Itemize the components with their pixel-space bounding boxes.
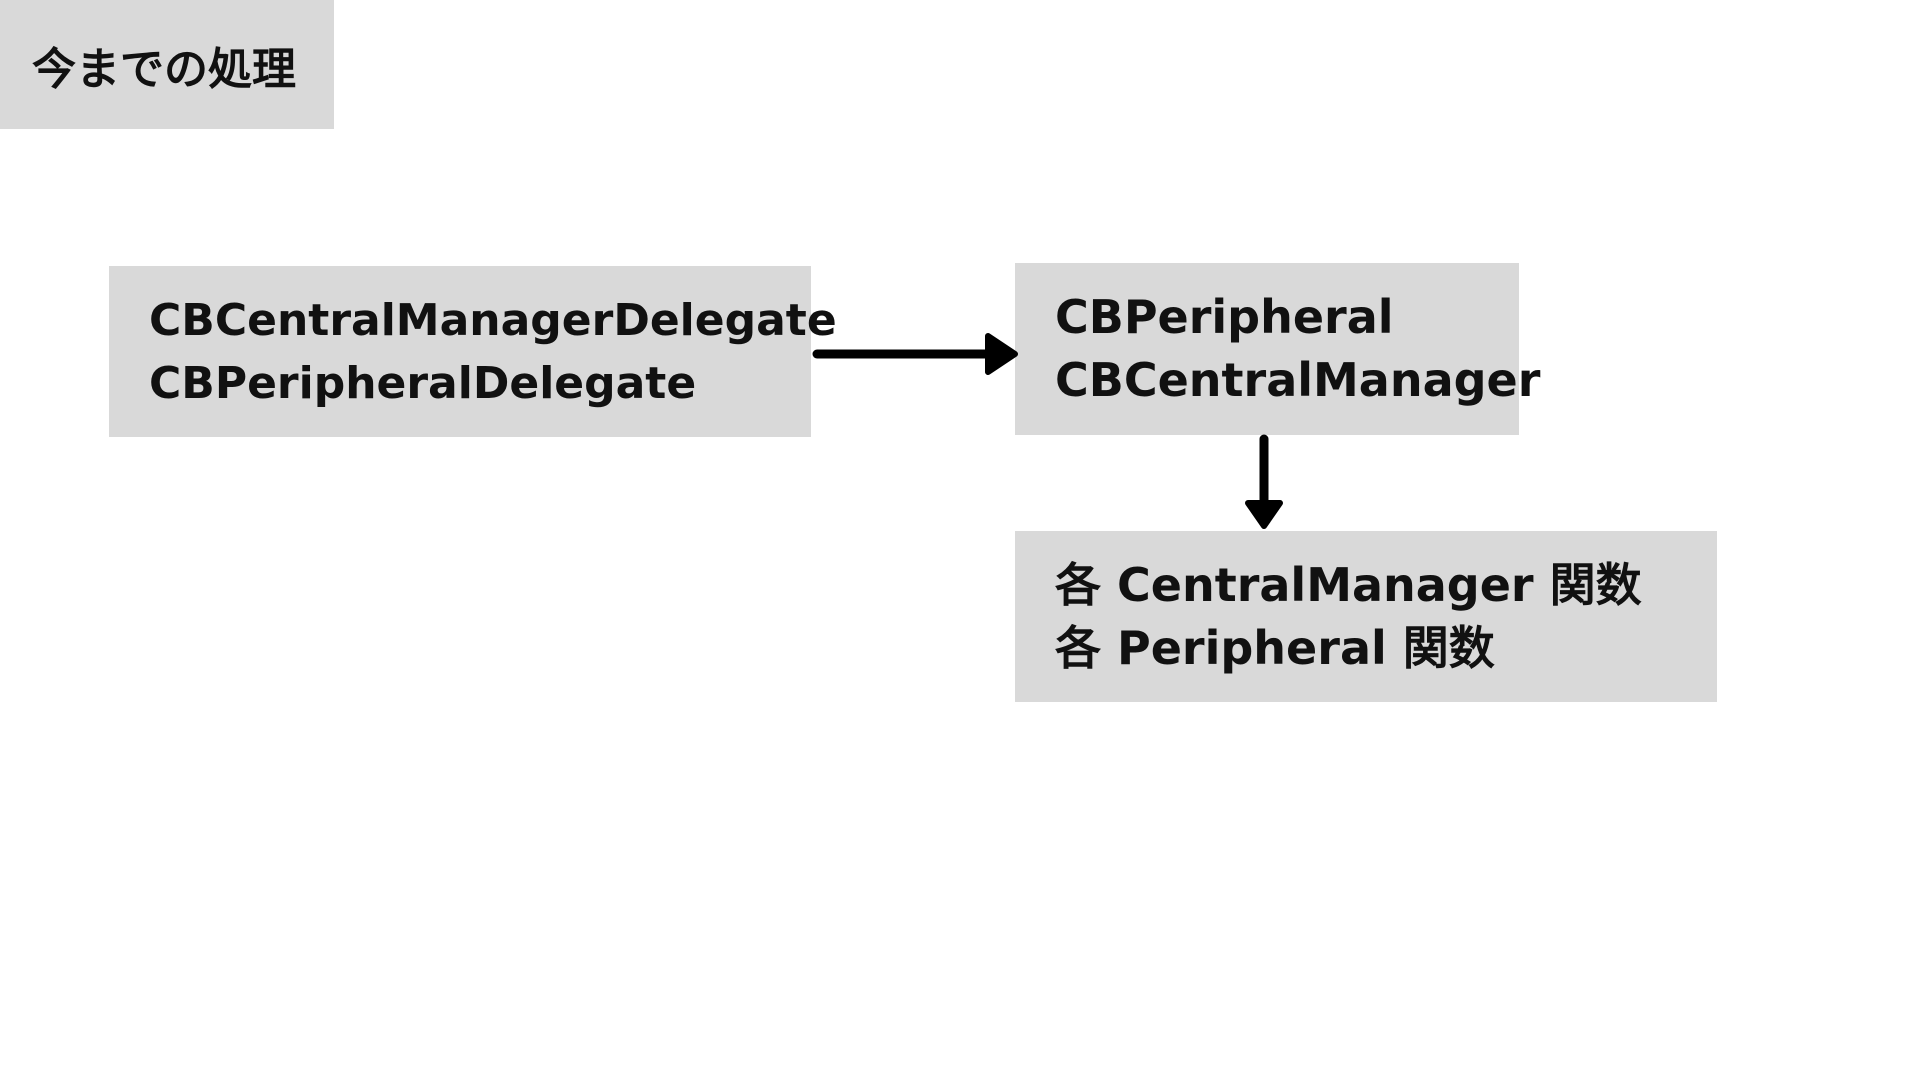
arrow-delegates-to-core-head [985,333,1018,375]
delegates-line-2: CBPeripheralDelegate [149,357,697,409]
arrow-core-to-functions-head [1245,500,1283,529]
core-line-1: CBPeripheral [1055,290,1394,344]
functions-node: 各 CentralManager 関数 各 Peripheral 関数 [1015,531,1717,702]
delegates-line-1: CBCentralManagerDelegate [149,294,837,346]
arrow-delegates-to-core [812,333,1018,375]
functions-line-1: 各 CentralManager 関数 [1055,557,1642,612]
core-line-2: CBCentralManager [1055,353,1541,407]
section-title-box: 今までの処理 [0,0,334,129]
delegates-node: CBCentralManagerDelegate CBPeripheralDel… [109,266,837,437]
section-title: 今までの処理 [32,43,296,95]
functions-line-2: 各 Peripheral 関数 [1055,620,1495,675]
arrow-core-to-functions [1245,434,1283,529]
core-classes-node: CBPeripheral CBCentralManager [1015,263,1541,435]
